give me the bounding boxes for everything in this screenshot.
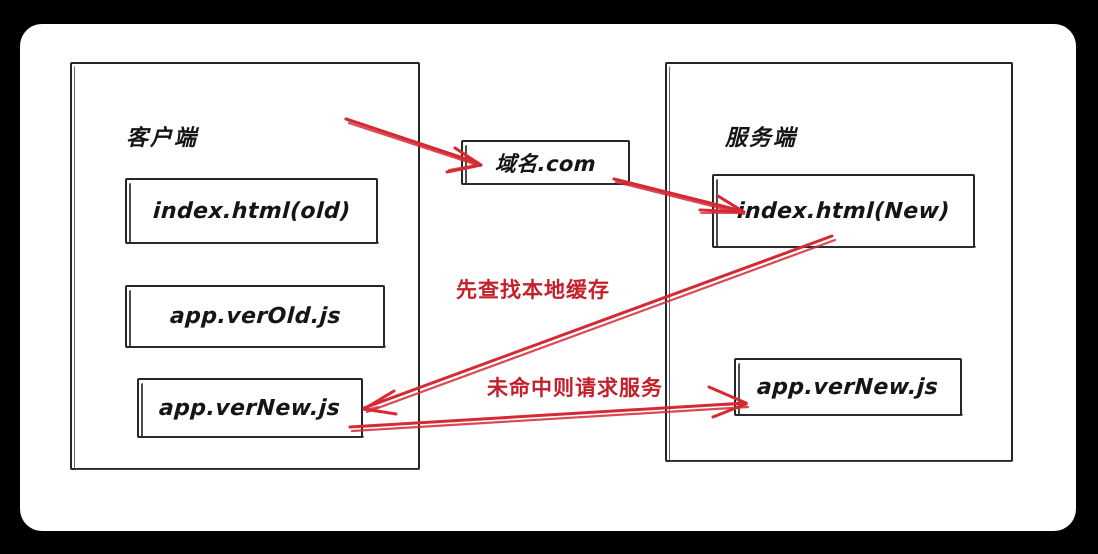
client-box-app-verold-js-label: app.verOld.js: [168, 304, 342, 329]
client-box-index-html-old: index.html(old): [125, 178, 379, 244]
server-title: 服务端: [725, 126, 798, 151]
domain-box: 域名.com: [461, 140, 631, 185]
server-box-index-html-new: index.html(New): [712, 174, 976, 248]
server-box-app-vernew-js: app.verNew.js: [734, 358, 963, 416]
client-box-app-verold-js: app.verOld.js: [125, 285, 386, 348]
annotation-request-server-on-miss: 未命中则请求服务: [487, 376, 663, 400]
annotation-check-local-cache: 先查找本地缓存: [456, 278, 610, 302]
client-box-index-html-old-label: index.html(old): [152, 198, 351, 224]
client-box-app-vernew-js-label: app.verNew.js: [158, 395, 342, 421]
domain-box-label: 域名.com: [494, 151, 597, 176]
server-box-index-html-new-label: index.html(New): [736, 198, 951, 224]
server-box-app-vernew-js-label: app.verNew.js: [756, 374, 940, 400]
client-title: 客户端: [126, 126, 199, 151]
client-box-app-vernew-js: app.verNew.js: [137, 378, 364, 438]
